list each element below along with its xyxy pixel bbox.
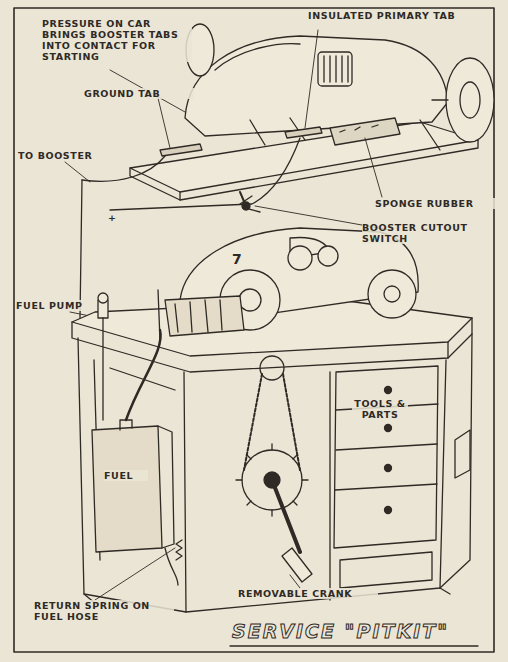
rolled-towel — [165, 296, 244, 336]
sponge-rubber — [330, 118, 400, 145]
race-car-side — [318, 52, 352, 86]
drawers — [330, 366, 438, 600]
removable-crank — [282, 548, 312, 582]
sponge-rubber — [330, 118, 400, 145]
booster-wire — [240, 192, 246, 206]
title-underline — [230, 645, 478, 646]
workbench — [72, 300, 472, 612]
race-car — [239, 289, 261, 311]
leader-line — [158, 98, 170, 148]
race-car-side — [420, 100, 448, 150]
rolled-towel — [175, 300, 222, 332]
note-text: PRESSURE ON CAR BRINGS BOOSTER TABS INTO… — [42, 18, 192, 62]
fuel-hose — [126, 330, 182, 585]
part-label: REMOVABLE CRANK — [238, 588, 378, 599]
part-label: INSULATED PRIMARY TAB — [308, 10, 458, 21]
part-label: TOOLS & PARTS — [352, 398, 408, 420]
workbench — [78, 338, 186, 612]
workbench — [455, 430, 470, 478]
leader-line — [305, 30, 318, 128]
sponge-rubber — [340, 125, 378, 132]
drawers — [385, 387, 392, 394]
booster-wire — [110, 138, 300, 210]
booster-tabs — [285, 127, 322, 138]
workbench — [440, 334, 472, 588]
fuel-tank — [92, 420, 174, 552]
part-label: FUEL PUMP — [16, 300, 96, 311]
booster-wire — [80, 180, 82, 318]
rolled-towel — [165, 296, 244, 336]
fuel-pump — [98, 290, 160, 420]
booster-tabs — [160, 144, 202, 156]
chain-drive — [244, 374, 300, 470]
part-label: BOOSTER CUTOUT SWITCH — [362, 222, 492, 244]
fuel-pump — [102, 318, 103, 420]
booster-tabs — [160, 127, 322, 156]
workbench — [186, 360, 446, 612]
fuel-hose — [176, 540, 182, 560]
drawers — [329, 372, 330, 600]
leader-line — [65, 162, 90, 182]
race-car-side — [446, 58, 494, 142]
drawers — [385, 465, 392, 472]
fuel-hose — [165, 548, 178, 585]
chain-drive — [260, 356, 284, 380]
race-car-side — [180, 140, 478, 200]
polarity-sign: + — [108, 212, 122, 223]
fuel-hose — [126, 330, 161, 420]
race-car — [318, 246, 338, 266]
car-number: 7 — [232, 254, 246, 265]
part-label: FUEL — [104, 470, 148, 481]
fuel-tank — [120, 420, 132, 430]
fuel-pump — [98, 293, 108, 303]
frame-line — [14, 8, 494, 652]
drawers — [334, 366, 438, 548]
race-car-side — [215, 44, 300, 70]
title-underline — [230, 645, 478, 646]
leader-line — [95, 548, 175, 600]
race-car-side — [460, 82, 480, 118]
frame-line — [14, 8, 494, 652]
drawers — [385, 425, 392, 432]
race-car-side — [324, 56, 348, 82]
race-car-side — [185, 36, 448, 136]
race-car — [368, 270, 416, 318]
chain-drive — [236, 356, 308, 516]
race-car — [384, 286, 400, 302]
race-car — [288, 246, 312, 270]
part-label: TO BOOSTER — [18, 150, 108, 161]
fuel-tank — [158, 426, 174, 548]
workbench — [448, 318, 472, 358]
part-label: GROUND TAB — [84, 88, 194, 99]
race-car-side — [130, 168, 180, 200]
fuel-tank — [92, 426, 162, 552]
drawers — [385, 507, 392, 514]
removable-crank — [272, 480, 312, 582]
part-label: SPONGE RUBBER — [375, 198, 495, 209]
removable-crank — [272, 480, 300, 552]
part-label: RETURN SPRING ON FUEL HOSE — [34, 600, 174, 622]
leader-line — [365, 138, 382, 197]
drawers — [340, 552, 432, 588]
diagram-title: SERVICE "PITKIT" — [232, 620, 449, 642]
